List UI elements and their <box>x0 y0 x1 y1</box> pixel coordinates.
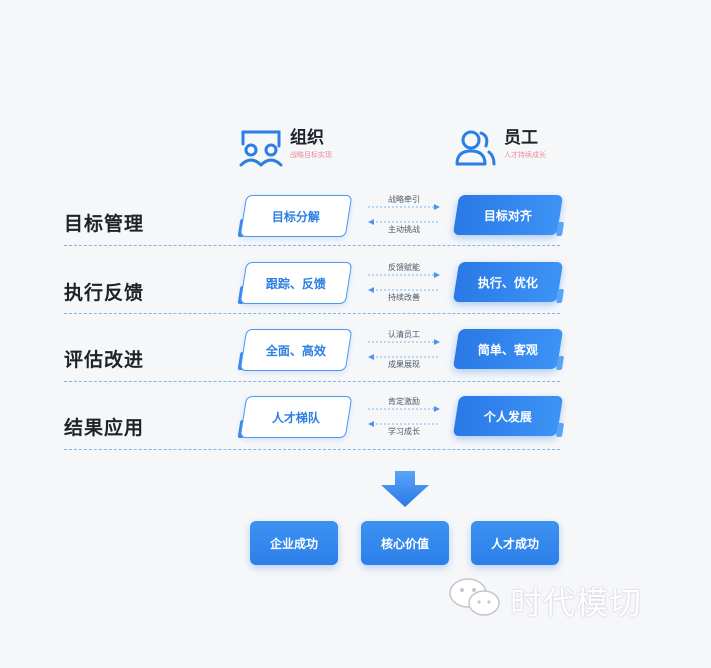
card-tab <box>555 423 565 437</box>
arrow-top-label: 战略牵引 <box>388 195 420 204</box>
double-arrow-icon <box>368 272 440 293</box>
double-arrow-icon <box>368 204 440 225</box>
watermark-text: 时代模切 <box>510 584 643 622</box>
staff-card-label: 执行、优化 <box>477 275 538 290</box>
arrow-top-label: 认清员工 <box>388 330 420 339</box>
org-card-label: 人才梯队 <box>271 410 320 425</box>
staff-card: 目标对齐 <box>452 195 564 235</box>
row-divider <box>64 381 560 382</box>
staff-column-header: 员工 人才持续成长 <box>452 128 546 168</box>
staff-card: 简单、客观 <box>452 329 564 369</box>
person-icon <box>455 130 496 166</box>
org-card: 人才梯队 <box>239 396 353 438</box>
result-box-enterprise: 企业成功 <box>250 521 338 565</box>
staff-subtitle: 人才持续成长 <box>504 151 546 159</box>
arrow-top-label: 反馈赋能 <box>388 263 420 272</box>
card-tab <box>555 289 565 303</box>
row-divider <box>64 313 560 314</box>
staff-card-label: 目标对齐 <box>483 208 532 223</box>
org-card: 全面、高效 <box>239 329 353 371</box>
row-label: 结果应用 <box>64 417 145 439</box>
arrow-top-label: 肯定激励 <box>388 397 420 406</box>
result-box-talent: 人才成功 <box>471 521 559 565</box>
arrow-bottom-label: 主动挑战 <box>388 225 420 234</box>
staff-card: 个人发展 <box>452 396 564 436</box>
double-arrow-icon <box>368 406 440 427</box>
org-subtitle: 战略目标实现 <box>290 151 332 159</box>
row-divider <box>64 245 560 246</box>
card-tab <box>555 356 565 370</box>
org-card-label: 全面、高效 <box>265 343 326 358</box>
org-card: 目标分解 <box>239 195 353 237</box>
arrow-bottom-label: 持续改善 <box>388 293 420 302</box>
org-card-label: 跟踪、反馈 <box>265 276 326 291</box>
row-label: 评估改进 <box>64 349 145 371</box>
org-card-label: 目标分解 <box>271 209 320 224</box>
staff-title: 员工 <box>504 128 538 148</box>
staff-card: 执行、优化 <box>452 262 564 302</box>
arrow-bottom-label: 成果展现 <box>388 360 420 369</box>
org-title: 组织 <box>290 128 324 148</box>
staff-card-label: 简单、客观 <box>477 342 538 357</box>
card-tab <box>555 222 565 236</box>
result-box-core-value: 核心价值 <box>361 521 449 565</box>
group-icon <box>239 130 283 167</box>
arrow-bottom-label: 学习成长 <box>388 427 420 436</box>
double-arrow-icon <box>368 339 440 360</box>
row-divider <box>64 449 560 450</box>
row-label: 执行反馈 <box>64 282 145 304</box>
row-label: 目标管理 <box>64 213 145 235</box>
wechat-icon <box>449 578 500 616</box>
staff-card-label: 个人发展 <box>483 409 532 424</box>
org-card: 跟踪、反馈 <box>239 262 353 304</box>
org-column-header: 组织 战略目标实现 <box>238 128 332 168</box>
down-arrow-icon <box>381 471 429 507</box>
